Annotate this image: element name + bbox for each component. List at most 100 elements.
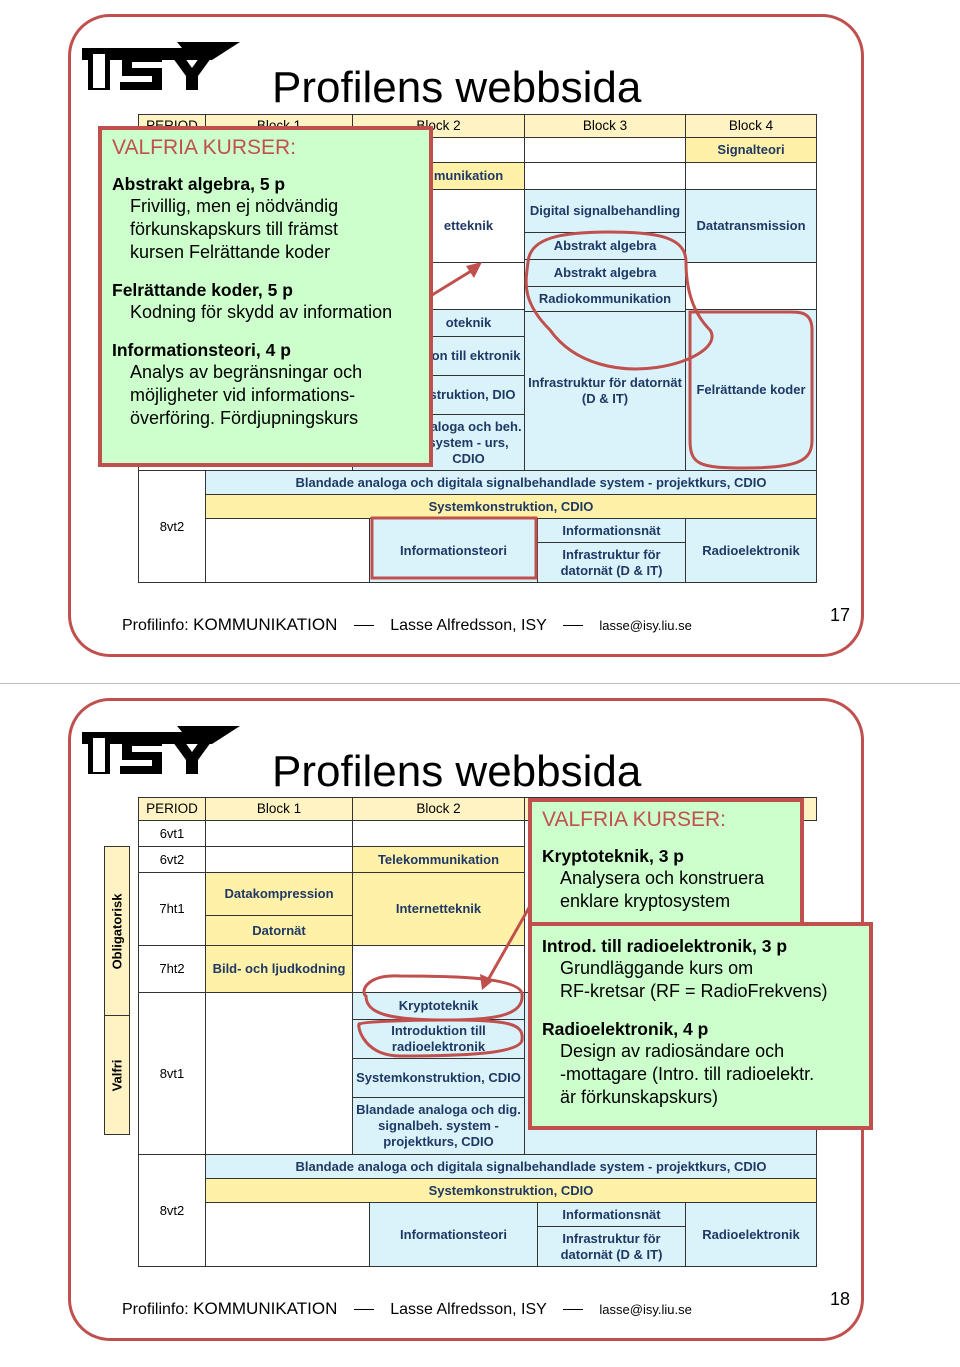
- cell-digital-signalbehandling: Digital signalbehandling: [524, 189, 686, 233]
- footer-dash: [562, 625, 583, 627]
- cell-abstrakt-algebra: Abstrakt algebra: [524, 232, 686, 260]
- course-description: förkunskapskurs till främst: [130, 219, 339, 239]
- course-title: Abstrakt algebra, 5 p: [112, 174, 286, 194]
- cell-infrastruktur-datornat: Infrastruktur för datornät (D & IT): [524, 311, 686, 471]
- cell-introduktion-radioelektronik: Introduktion till radioelektronik: [352, 1019, 525, 1059]
- page-separator: [0, 683, 960, 684]
- course-description: Grundläggande kurs om: [560, 958, 754, 978]
- page-number: 17: [830, 605, 851, 625]
- footer-person: Lasse Alfredsson, ISY: [390, 617, 547, 634]
- cell-informationsnat: Informationsnät: [537, 1202, 686, 1227]
- cell-datakompression: Datakompression: [205, 872, 353, 916]
- course-description: Design av radiosändare och: [560, 1041, 785, 1061]
- isy-logo-icon: [82, 726, 240, 774]
- period-6vt2: 6vt2: [138, 846, 206, 873]
- course-description: -mottagare (Intro. till radioelektr.: [560, 1064, 815, 1084]
- slide-footer: Profilinfo: KOMMUNIKATION Lasse Alfredss…: [122, 1299, 692, 1319]
- cell-kryptoteknik: Kryptoteknik: [352, 992, 525, 1020]
- slide-title: Profilens webbsida: [272, 747, 642, 796]
- slide-18: Profilens webbsida Obligatorisk Valfri P…: [0, 684, 960, 1367]
- cell-telekommunikation: Telekommunikation: [352, 846, 525, 873]
- header-block2: Block 2: [352, 797, 525, 821]
- cell-empty: [205, 1202, 370, 1267]
- footer-profile: KOMMUNIKATION: [193, 1299, 338, 1318]
- course-description: Analys av begränsningar och: [130, 362, 363, 382]
- footer-dash: [353, 1309, 374, 1311]
- cell-blandade-full: Blandade analoga och digitala signalbeha…: [205, 470, 817, 495]
- course-description: Analysera och konstruera: [560, 868, 765, 888]
- cell-felrattande-koder: Felrättande koder: [685, 309, 817, 471]
- footer-profile: KOMMUNIKATION: [193, 615, 338, 634]
- course-description: Kodning för skydd av information: [130, 302, 393, 322]
- cell-signalteori: Signalteori: [685, 137, 817, 163]
- course-description: enklare kryptosystem: [560, 891, 731, 911]
- valfria-kurser-popup: VALFRIA KURSER: Kryptoteknik, 3 p Analys…: [528, 798, 804, 931]
- cell-empty: [524, 162, 686, 190]
- cell-infrastruktur-datornat: Infrastruktur för datornät (D & IT): [537, 1226, 686, 1267]
- footer-prefix: Profilinfo:: [122, 617, 189, 634]
- period-6vt1: 6vt1: [138, 820, 206, 847]
- cell-empty: [205, 518, 370, 583]
- cell-empty: [205, 992, 353, 1155]
- cell-empty: [205, 846, 353, 873]
- cell-informationsnat: Informationsnät: [537, 518, 686, 543]
- course-title: Introd. till radioelektronik, 3 p: [542, 936, 788, 956]
- cell-systemkonstruktion: Systemkonstruktion, CDIO: [352, 1058, 525, 1098]
- popup-heading: VALFRIA KURSER:: [112, 136, 296, 159]
- footer-dash: [562, 1309, 583, 1311]
- cell-empty: [685, 262, 817, 310]
- period-7ht1: 7ht1: [138, 872, 206, 946]
- cell-abstrakt-algebra: Abstrakt algebra: [524, 259, 686, 287]
- period-8vt1: 8vt1: [138, 992, 206, 1155]
- footer-person: Lasse Alfredsson, ISY: [390, 1301, 547, 1318]
- header-period: PERIOD: [138, 797, 206, 821]
- cell-datatransmission: Datatransmission: [685, 189, 817, 263]
- period-7ht2: 7ht2: [138, 945, 206, 993]
- radio-kurser-popup: Introd. till radioelektronik, 3 p Grundl…: [528, 922, 873, 1130]
- cell-radioelektronik: Radioelektronik: [685, 518, 817, 583]
- cell-systemkonstruktion-full: Systemkonstruktion, CDIO: [205, 494, 817, 519]
- slide-title: Profilens webbsida: [272, 63, 642, 112]
- cell-radioelektronik: Radioelektronik: [685, 1202, 817, 1267]
- cell-radiokommunikation: Radiokommunikation: [524, 286, 686, 312]
- course-description: överföring. Fördjupningskurs: [130, 408, 359, 428]
- course-title: Kryptoteknik, 3 p: [542, 846, 684, 866]
- cell-infrastruktur-datornat: Infrastruktur för datornät (D & IT): [537, 542, 686, 583]
- period-8vt2: 8vt2: [138, 470, 206, 583]
- slide-17: Profilens webbsida PERIOD Block 1 Block …: [0, 0, 960, 683]
- course-description: möjligheter vid informations-: [130, 385, 356, 405]
- popup-heading: VALFRIA KURSER:: [542, 808, 726, 831]
- cell-informationsteori: Informationsteori: [369, 1202, 538, 1267]
- footer-prefix: Profilinfo:: [122, 1301, 189, 1318]
- cell-blandade-analoga: Blandade analoga och dig. signalbeh. sys…: [352, 1097, 525, 1155]
- side-label-obligatorisk: Obligatorisk: [104, 846, 130, 1016]
- footer-dash: [353, 625, 374, 627]
- page-number: 18: [830, 1289, 851, 1309]
- course-title: Felrättande koder, 5 p: [112, 280, 293, 300]
- cell-systemkonstruktion-full: Systemkonstruktion, CDIO: [205, 1178, 817, 1203]
- footer-email: lasse@isy.liu.se: [599, 1302, 692, 1317]
- course-description: Frivillig, men ej nödvändig: [130, 196, 339, 216]
- side-label-valfri: Valfri: [104, 1015, 130, 1135]
- course-description: är förkunskapskurs): [560, 1087, 719, 1107]
- isy-logo-icon: [82, 42, 240, 90]
- footer-email: lasse@isy.liu.se: [599, 618, 692, 633]
- cell-empty: [352, 820, 525, 847]
- course-description: RF-kretsar (RF = RadioFrekvens): [560, 981, 828, 1001]
- cell-bild-ljudkodning: Bild- och ljudkodning: [205, 945, 353, 993]
- header-block1: Block 1: [205, 797, 353, 821]
- cell-internetteknik: Internetteknik: [352, 872, 525, 946]
- slide-footer: Profilinfo: KOMMUNIKATION Lasse Alfredss…: [122, 615, 692, 635]
- course-title: Informationsteori, 4 p: [112, 340, 291, 360]
- header-block4: Block 4: [685, 114, 817, 138]
- cell-empty: [685, 162, 817, 190]
- cell-empty: [524, 137, 686, 163]
- valfria-kurser-popup: VALFRIA KURSER: Abstrakt algebra, 5 p Fr…: [98, 126, 433, 467]
- slide-frame: [68, 14, 864, 657]
- course-title: Radioelektronik, 4 p: [542, 1019, 709, 1039]
- cell-datornat: Datornät: [205, 915, 353, 946]
- header-block3: Block 3: [524, 114, 686, 138]
- cell-empty: [205, 820, 353, 847]
- cell-informationsteori: Informationsteori: [369, 518, 538, 583]
- course-description: kursen Felrättande koder: [130, 242, 331, 262]
